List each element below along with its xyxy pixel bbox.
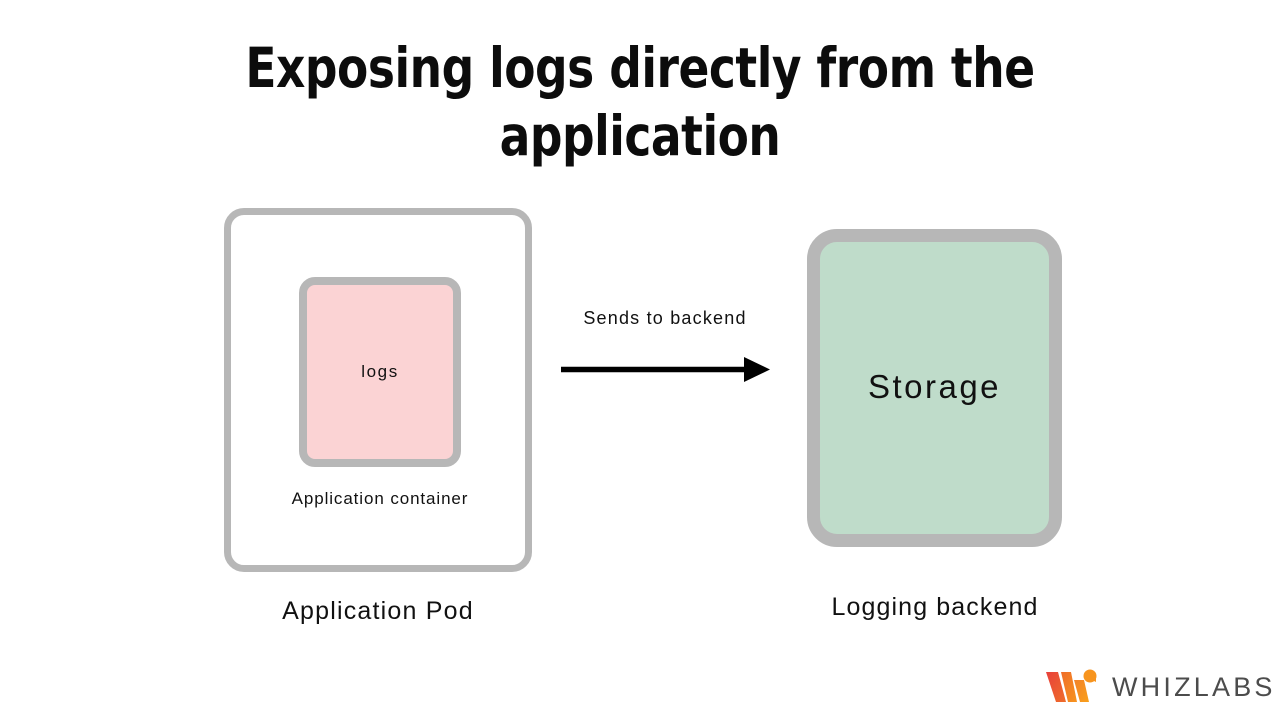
application-pod-box bbox=[224, 208, 532, 572]
logging-backend-caption: Logging backend bbox=[831, 593, 1039, 621]
whizlabs-logo: WHIZLABS bbox=[1044, 668, 1276, 706]
logs-box-label: logs bbox=[361, 362, 399, 381]
application-container-label: Application container bbox=[291, 489, 469, 508]
arrow-label: Sends to backend bbox=[583, 308, 747, 328]
application-pod-caption: Application Pod bbox=[282, 597, 474, 625]
storage-label: Storage bbox=[867, 368, 1002, 405]
storage-box bbox=[807, 229, 1062, 547]
sends-to-backend-arrow-icon bbox=[561, 357, 770, 382]
whizlabs-w-mark-icon bbox=[1046, 669, 1097, 702]
whizlabs-logo-text: WHIZLABS bbox=[1112, 671, 1276, 702]
page-title: Exposing logs directly from the applicat… bbox=[245, 36, 1035, 168]
logs-box bbox=[299, 277, 461, 467]
